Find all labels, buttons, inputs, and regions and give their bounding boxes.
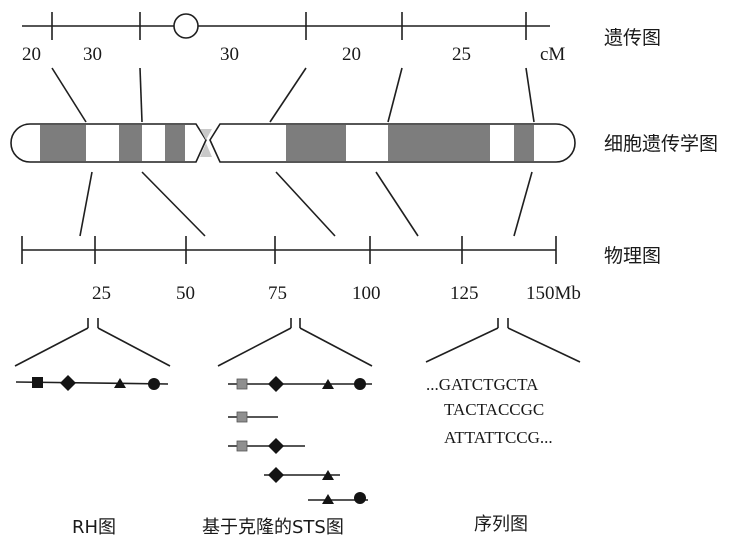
cytogenetic-to-physical-connectors: [79, 171, 533, 237]
genetic-map: 20 30 30 20 25 cM 遗传图: [22, 12, 661, 65]
bracket-line: [299, 327, 373, 367]
physical-map: 25 50 75 100 125 150Mb 物理图: [21, 236, 661, 304]
connector-line: [513, 171, 533, 237]
grey-square-marker: [236, 378, 248, 390]
sequence-map: ...GATCTGCTA TACTACCGC ATTATTCCG...: [426, 375, 553, 447]
connector-line: [79, 171, 93, 237]
genetic-interval-label: 30: [220, 44, 239, 65]
bracket-line: [217, 327, 292, 367]
centromere-bottom: [200, 143, 212, 157]
genetic-interval-label: 25: [452, 44, 471, 65]
sequence-map-caption: 序列图: [474, 514, 528, 535]
circle-marker: [354, 492, 366, 504]
grey-square-marker: [236, 440, 248, 452]
circle-marker: [148, 378, 160, 390]
connector-line: [525, 67, 535, 123]
genetic-interval-label: 20: [342, 44, 361, 65]
diamond-marker: [268, 376, 284, 392]
triangle-marker: [322, 494, 334, 504]
diamond-marker: [60, 375, 76, 391]
bracket-line: [425, 327, 499, 363]
genetic-interval-label: 20: [22, 44, 41, 65]
genetic-to-cytogenetic-connectors: [51, 67, 535, 123]
sequence-line: TACTACCGC: [444, 400, 544, 419]
connector-line: [275, 171, 336, 237]
bracket-line: [14, 327, 89, 367]
triangle-marker: [114, 378, 126, 388]
physical-tick-label: 125: [450, 283, 479, 304]
square-marker: [32, 377, 43, 388]
diamond-marker: [268, 467, 284, 483]
genetic-unit-label: cM: [540, 44, 565, 65]
chromosome-band: [514, 125, 534, 161]
grey-square-marker: [236, 411, 248, 423]
sequence-line: ATTATTCCG...: [444, 428, 553, 447]
connector-line: [139, 67, 143, 123]
chromosome-band: [165, 125, 185, 161]
rh-map-caption: RH图: [72, 517, 116, 538]
rh-map: [15, 375, 169, 391]
sts-map-caption: 基于克隆的STS图: [202, 517, 344, 538]
triangle-marker: [322, 470, 334, 480]
physical-tick-label: 100: [352, 283, 381, 304]
chromosome-band: [388, 125, 490, 161]
genetic-map-label: 遗传图: [604, 27, 661, 49]
chromosome-band: [286, 125, 346, 161]
cytogenetic-map-label: 细胞遗传学图: [604, 133, 718, 155]
physical-tick-label: 25: [92, 283, 111, 304]
connector-line: [269, 67, 307, 123]
physical-tick-label: 150Mb: [526, 283, 581, 304]
chromosome: 细胞遗传学图: [10, 123, 718, 163]
connector-line: [375, 171, 419, 237]
genetic-interval-label: 30: [83, 44, 102, 65]
connector-line: [141, 171, 206, 237]
sequence-line: ...GATCTGCTA: [426, 375, 539, 394]
connector-line: [387, 67, 403, 123]
physical-tick-label: 50: [176, 283, 195, 304]
bracket-line: [97, 327, 171, 367]
zoom-bracket-rh: [14, 318, 171, 367]
bracket-line: [507, 327, 581, 363]
sts-map: [228, 376, 372, 504]
diamond-marker: [268, 438, 284, 454]
centromere-top: [200, 129, 212, 140]
chromosome-band: [40, 125, 86, 161]
centromere-circle: [173, 13, 199, 39]
chromosome-band: [119, 125, 142, 161]
zoom-bracket-sequence: [425, 318, 581, 363]
zoom-bracket-sts: [217, 318, 373, 367]
triangle-marker: [322, 379, 334, 389]
connector-line: [51, 67, 87, 123]
physical-map-label: 物理图: [604, 245, 661, 267]
circle-marker: [354, 378, 366, 390]
physical-tick-label: 75: [268, 283, 287, 304]
